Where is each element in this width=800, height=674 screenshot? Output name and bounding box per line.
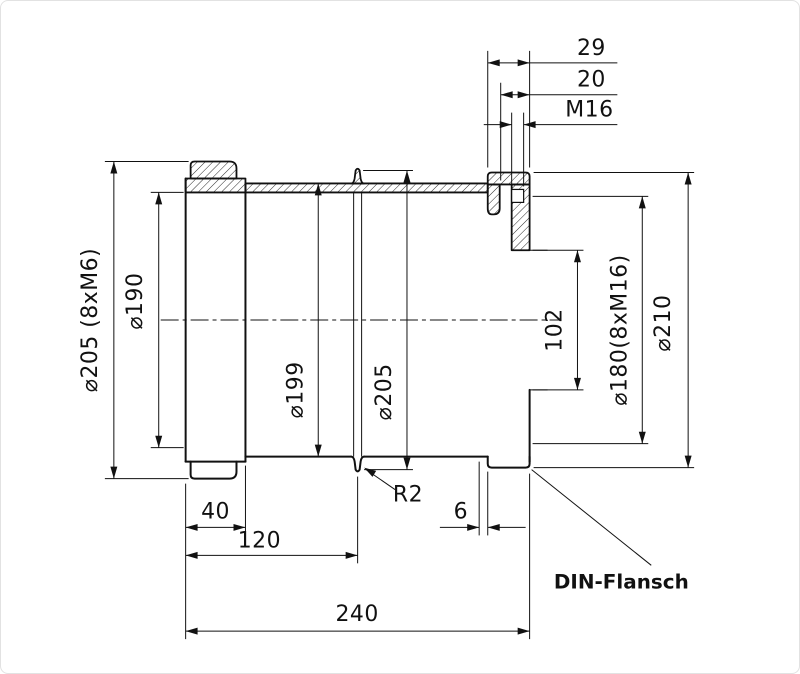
dim-label-dia205: ⌀205 xyxy=(372,363,397,420)
rib-bottom-outline xyxy=(350,455,366,473)
dim-label-240: 240 xyxy=(335,602,378,627)
dim-label-6: 6 xyxy=(454,499,468,524)
dimension-6: 6 xyxy=(439,461,526,536)
part-section-top-half xyxy=(184,160,531,252)
dimension-dia190: ⌀190 xyxy=(123,191,184,449)
dimension-20: 20 xyxy=(500,68,618,181)
flange-label: DIN-Flansch xyxy=(554,569,689,593)
flange-leader-annotation: DIN-Flansch xyxy=(531,469,689,593)
dim-label-dia190: ⌀190 xyxy=(123,273,148,330)
part-outline-bottom-half xyxy=(184,177,548,480)
dimension-40: 40 xyxy=(185,465,246,640)
flange-bottom-outline xyxy=(486,455,531,469)
dimension-dia210: ⌀210 xyxy=(533,171,695,469)
dimension-dia199: ⌀199 xyxy=(283,183,322,457)
center-rib-section xyxy=(350,167,366,185)
dimension-dia180-8xm16: ⌀180(8xM16) xyxy=(532,195,649,445)
dimension-29: 29 xyxy=(487,36,618,168)
dim-label-29: 29 xyxy=(577,36,606,61)
left-rim-bottom-outline xyxy=(189,460,238,480)
dimension-102: 102 xyxy=(532,249,584,391)
dim-label-dia210: ⌀210 xyxy=(651,295,676,352)
dim-label-dia199: ⌀199 xyxy=(283,361,308,418)
m16-tapped-hole xyxy=(511,188,525,203)
dim-label-120: 120 xyxy=(238,528,281,553)
dim-label-r2: R2 xyxy=(393,483,423,508)
dim-label-dia205-8xm6: ⌀205 (8xM6) xyxy=(78,248,103,392)
left-rim-section xyxy=(189,160,238,180)
dim-label-m16: M16 xyxy=(565,98,613,123)
dimension-dia205-8xm6: ⌀205 (8xM6) xyxy=(78,161,189,480)
dim-label-102: 102 xyxy=(543,308,568,351)
dimension-dia205-rib: ⌀205 xyxy=(363,169,413,471)
dim-label-dia180-8xm16: ⌀180(8xM16) xyxy=(607,254,632,405)
flange-lip-section xyxy=(486,183,501,216)
flange-rim-section xyxy=(486,171,531,186)
dimension-120: 120 xyxy=(185,476,359,564)
dimension-m16: M16 xyxy=(483,98,618,187)
radius-callout-r2: R2 xyxy=(364,467,423,508)
tube-wall-section xyxy=(244,182,489,194)
left-collar-section xyxy=(184,177,247,194)
dimension-240: 240 xyxy=(185,473,531,640)
dim-label-20: 20 xyxy=(577,68,606,93)
dim-label-40: 40 xyxy=(201,499,230,524)
